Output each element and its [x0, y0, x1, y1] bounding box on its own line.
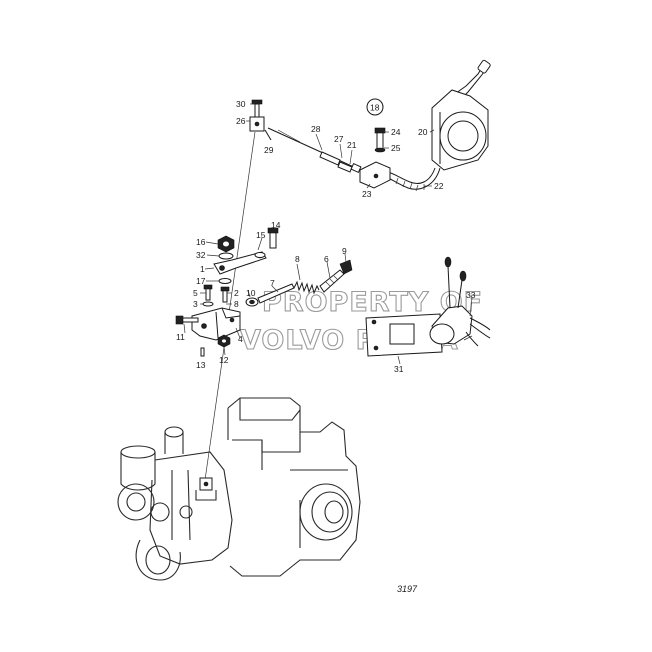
callout-30: 32 [196, 250, 206, 260]
callout-25: 26 [236, 116, 246, 126]
callout-4: 4 [238, 334, 243, 344]
linkage-assembly [175, 227, 353, 357]
callout-labels: 30 26 29 28 27 21 24 25 20 22 23 14 16 1… [176, 99, 476, 374]
callout-12: 12 [219, 355, 229, 365]
callout-24: 25 [391, 143, 401, 153]
svg-text:18: 18 [370, 103, 380, 113]
leader-lines [183, 103, 473, 365]
callout-6: 6 [324, 254, 329, 264]
callout-16: 16 [196, 237, 206, 247]
callout-11: 11 [176, 332, 185, 342]
callout-8: 8 [234, 299, 239, 309]
callout-19: 20 [418, 127, 428, 137]
callout-14: 14 [271, 220, 281, 230]
callout-1: 1 [200, 264, 205, 274]
callout-32: 33 [466, 290, 476, 300]
callout-8b: 8 [295, 254, 300, 264]
callout-13: 13 [196, 360, 206, 370]
drawing-number: 3197 [397, 584, 418, 594]
callout-31: 31 [394, 364, 404, 374]
callout-20: 21 [347, 140, 357, 150]
callout-21: 22 [434, 181, 444, 191]
callout-15: 15 [256, 230, 266, 240]
engine-outline [117, 397, 361, 581]
callout-9: 9 [342, 246, 347, 256]
callout-27: 28 [311, 124, 321, 134]
callout-26: 27 [334, 134, 344, 144]
callout-29: 30 [236, 99, 246, 109]
callout-22: 23 [362, 189, 372, 199]
callout-7: 7 [270, 278, 275, 288]
callout-28: 29 [264, 145, 274, 155]
throttle-cable [204, 99, 362, 481]
callout-17: 17 [196, 276, 206, 286]
remote-control-unit [359, 59, 491, 192]
callout-10: 10 [246, 288, 256, 298]
callout-2: 2 [234, 288, 239, 298]
callout-23: 24 [391, 127, 401, 137]
callout-5: 5 [193, 288, 198, 298]
dual-lever-control [365, 256, 491, 357]
callout-3: 3 [193, 299, 198, 309]
group-number-badge: 18 [366, 98, 384, 116]
